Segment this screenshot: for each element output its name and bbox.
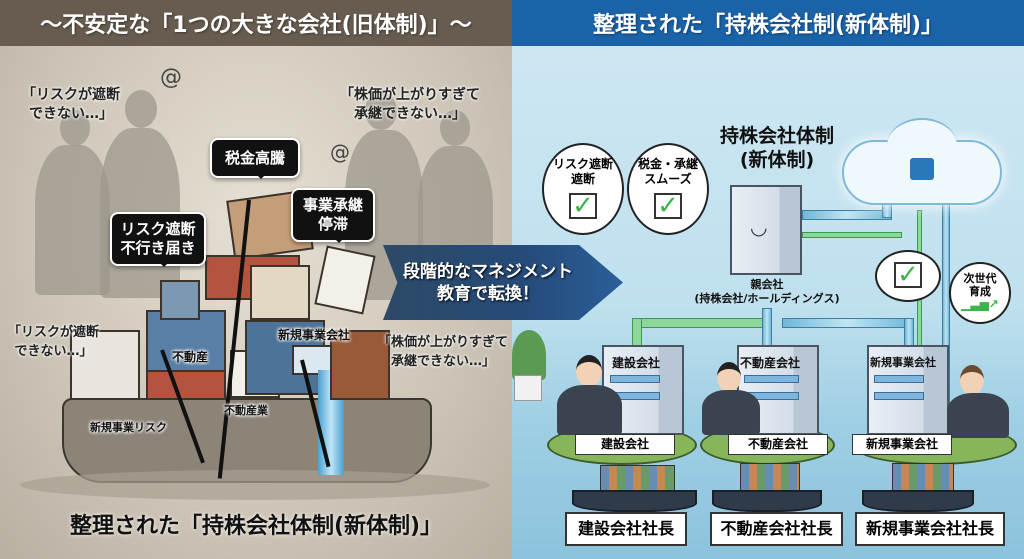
- building-label: 建設会社: [612, 356, 661, 370]
- island-label: 建設会社: [575, 434, 675, 455]
- next-generation-bubble: 次世代育成▁▃▅↗: [949, 262, 1011, 324]
- benefit-bubble-risk: リスク遮断遮断✓: [542, 143, 624, 235]
- old-system-header: 〜不安定な「1つの大きな会社(旧体制)」〜: [0, 0, 512, 46]
- cargo-ship: [572, 490, 697, 512]
- stress-swirl-icon: @: [330, 140, 350, 164]
- label-new-business-company: 新規事業会社: [278, 328, 351, 342]
- worry-quote: 「リスクが遮断できない…」: [8, 325, 100, 359]
- label-real-estate: 不動産: [172, 350, 209, 364]
- subsidiary-building: [867, 345, 949, 435]
- documents: [314, 245, 376, 315]
- new-business-president: [947, 393, 1009, 438]
- president-label: 不動産会社社長: [710, 512, 843, 546]
- green-pipe: [632, 318, 772, 328]
- lock-icon: [910, 158, 934, 180]
- businesswoman-silhouette: [35, 145, 110, 295]
- new-system-header: 整理された「持株会社制(新体制)」: [512, 0, 1024, 46]
- smile-face-icon: ◡: [750, 215, 768, 239]
- holding-title: 持株会社体制(新体制): [719, 125, 834, 171]
- window: [610, 375, 660, 383]
- problem-bubble-risk: リスク遮断不行き届き: [110, 212, 206, 267]
- checkmark-icon: ✓: [654, 193, 682, 219]
- building-label: 不動産会社: [740, 356, 801, 370]
- connection-pipe: [782, 318, 912, 328]
- problem-bubble-succession: 事業承継停滞: [291, 188, 375, 243]
- president-label: 建設会社社長: [565, 512, 687, 546]
- island-label: 新規事業会社: [852, 434, 952, 455]
- red-container: [146, 370, 226, 400]
- problem-bubble-tax: 税金高騰: [210, 138, 300, 179]
- cargo-ship: [862, 490, 974, 512]
- growth-chart-icon: ▁▃▅↗: [961, 297, 999, 311]
- connection-pipe: [802, 210, 892, 220]
- silhouette-head: [365, 92, 397, 130]
- worry-quote: 「株価が上がりすぎて承継できない…」: [378, 335, 509, 369]
- green-pipe: [632, 318, 642, 348]
- ship: [70, 330, 140, 400]
- parent-company-label: 親会社(持株会社/ホールディングス): [694, 278, 840, 305]
- check-bubble: ✓: [875, 250, 941, 302]
- president-face: [576, 355, 602, 387]
- stress-swirl-icon: @: [160, 65, 182, 90]
- container-stack: [330, 330, 390, 400]
- president-face: [960, 365, 984, 395]
- benefit-bubble-tax: 税金・承継スムーズ✓: [627, 143, 709, 235]
- connection-pipe: [904, 318, 914, 348]
- window: [874, 375, 924, 383]
- window: [744, 375, 799, 383]
- president-label: 新規事業会社社長: [855, 512, 1005, 546]
- office-building: [160, 280, 200, 320]
- silhouette-head: [440, 110, 470, 146]
- label-real-estate-business: 不動産業: [224, 404, 268, 417]
- cracked-cliff: [62, 398, 432, 483]
- checkmark-icon: ✓: [569, 193, 597, 219]
- building-label: 新規事業会社: [870, 356, 936, 369]
- old-panel-caption: 整理された「持株会社体制(新体制)」: [69, 514, 443, 539]
- plant-icon: [512, 330, 546, 380]
- checkmark-icon: ✓: [894, 262, 922, 288]
- real-estate-president: [702, 390, 760, 435]
- parent-company-building: [730, 185, 802, 275]
- blue-container: [245, 320, 325, 395]
- connection-pipe: [762, 308, 772, 348]
- containers: [600, 465, 675, 493]
- containers: [740, 463, 800, 493]
- worry-quote: 「株価が上がりすぎて承継できない…」: [340, 87, 480, 122]
- containers: [892, 463, 954, 493]
- island-label: 不動産会社: [728, 434, 828, 455]
- house: [250, 265, 310, 320]
- label-new-business-risk: 新規事業リスク: [90, 421, 167, 434]
- arrow-text-line2: 教育で転換！: [437, 283, 539, 304]
- dust-ground: [20, 470, 490, 500]
- construction-president: [557, 385, 622, 435]
- worry-quote: 「リスクが遮断できない…」: [22, 87, 120, 122]
- silhouette-head: [60, 110, 90, 146]
- green-flow-arrow: [802, 232, 902, 238]
- window: [874, 392, 924, 400]
- arrow-text-line1: 段階的なマネジメント: [403, 261, 573, 282]
- silhouette-head: [125, 90, 157, 128]
- transition-arrow: 段階的なマネジメント 教育で転換！: [383, 245, 623, 320]
- plant-pot: [514, 375, 542, 401]
- cargo-ship: [712, 490, 822, 512]
- president-face: [717, 362, 741, 392]
